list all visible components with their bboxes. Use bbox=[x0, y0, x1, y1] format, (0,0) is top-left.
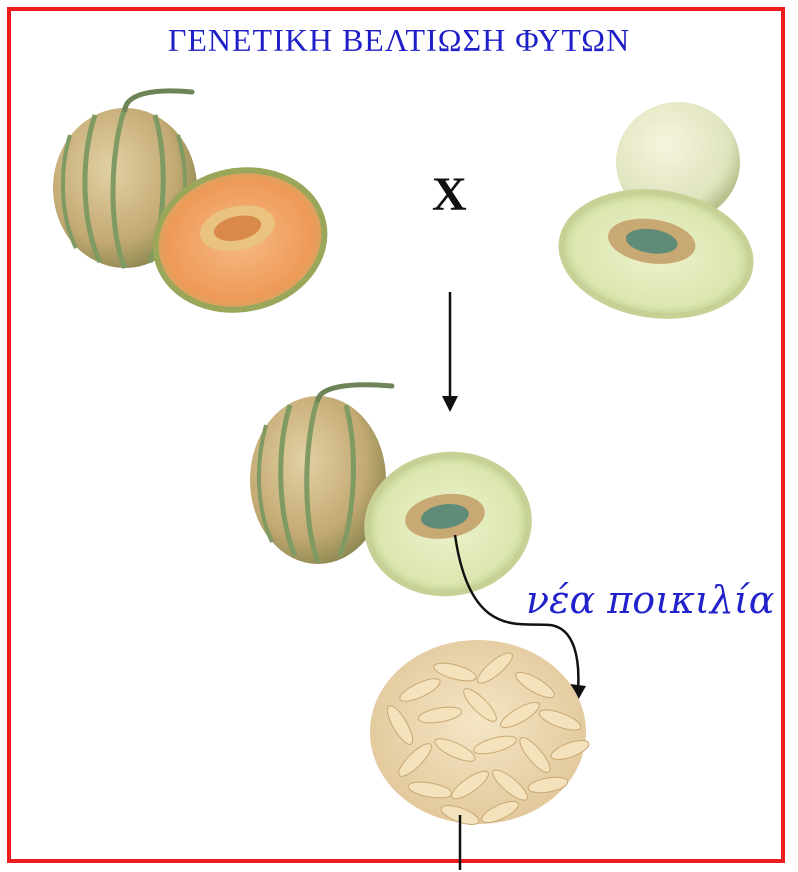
new-variety-label: νέα ποικιλία bbox=[526, 578, 774, 622]
cantaloupe-melon bbox=[53, 91, 341, 329]
cross-symbol: X bbox=[432, 168, 467, 221]
hybrid-melon bbox=[250, 385, 541, 607]
honeydew-melon bbox=[550, 102, 762, 331]
seed-pile bbox=[370, 640, 591, 828]
down-arrow bbox=[442, 292, 458, 412]
